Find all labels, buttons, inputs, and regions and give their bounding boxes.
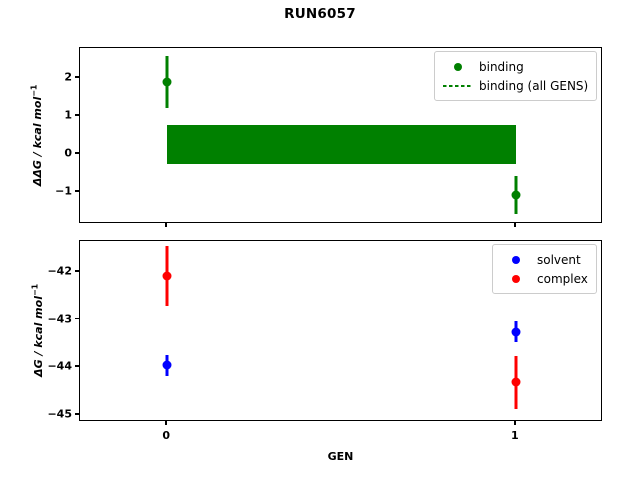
y-tick-label: 2 — [64, 70, 72, 84]
data-point-marker[interactable] — [162, 77, 172, 87]
legend-item-binding-all-gens[interactable]: binding (all GENS) — [441, 76, 588, 95]
x-tick-mark — [165, 223, 167, 227]
legend-label-solvent: solvent — [537, 252, 581, 267]
x-tick-mark — [514, 223, 516, 227]
y-tick-mark — [75, 413, 79, 415]
data-point-marker[interactable] — [511, 190, 521, 200]
y-tick-label: 1 — [64, 108, 72, 122]
legend-item-complex[interactable]: complex — [499, 269, 588, 288]
y-tick-label: −1 — [55, 184, 72, 198]
y-tick-mark — [75, 365, 79, 368]
bottom-panel-legend: solvent complex — [492, 244, 597, 294]
y-tick-label: −45 — [47, 407, 72, 421]
legend-dotted-line-icon — [441, 84, 475, 87]
legend-marker-circle-icon — [499, 255, 533, 264]
y-tick-mark — [75, 114, 79, 116]
legend-label-complex: complex — [537, 271, 588, 286]
x-tick-mark — [514, 421, 516, 425]
y-tick-label: −44 — [47, 359, 72, 373]
data-point-marker[interactable] — [511, 377, 521, 387]
data-point-marker[interactable] — [511, 327, 521, 336]
binding-all-gens-confidence-band — [167, 125, 516, 165]
y-tick-mark — [75, 270, 79, 272]
bottom-panel-y-axis-label-exponent: −1 — [29, 283, 39, 297]
legend-item-binding[interactable]: binding — [441, 57, 588, 76]
legend-marker-circle-icon — [441, 62, 475, 71]
x-axis-label: GEN — [327, 450, 354, 463]
y-tick-mark — [75, 317, 79, 320]
y-tick-label: −42 — [47, 264, 72, 278]
legend-marker-circle-icon — [499, 274, 533, 283]
figure-title: RUN6057 — [284, 6, 356, 22]
y-tick-label: −43 — [47, 312, 72, 326]
legend-item-solvent[interactable]: solvent — [499, 250, 588, 269]
top-panel-y-axis-label-exponent: −1 — [29, 83, 39, 97]
y-tick-mark — [75, 190, 79, 192]
y-tick-label: 0 — [64, 146, 72, 160]
y-tick-mark — [75, 76, 79, 79]
data-point-marker[interactable] — [162, 360, 172, 370]
top-panel-legend: binding binding (all GENS) — [434, 51, 598, 101]
top-panel-y-axis-label: ΔΔG / kcal mol−1 — [30, 84, 45, 186]
x-tick-label: 0 — [162, 429, 170, 442]
x-tick-label: 1 — [511, 429, 519, 442]
data-point-marker[interactable] — [162, 271, 172, 281]
legend-label-binding: binding — [479, 59, 524, 74]
legend-label-binding-all-gens: binding (all GENS) — [479, 78, 589, 93]
y-tick-mark — [75, 152, 79, 154]
x-tick-mark — [165, 421, 167, 425]
